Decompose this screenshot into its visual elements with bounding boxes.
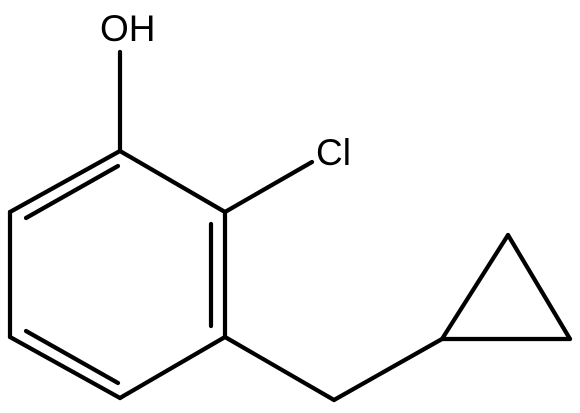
bond-ch2-cyclopropyl bbox=[331, 336, 445, 403]
double-bond-c4-c5 bbox=[23, 328, 121, 386]
hydroxyl-label: OH bbox=[100, 8, 156, 49]
bond-c2-chlorine bbox=[222, 159, 315, 215]
bond-c3-c4 bbox=[117, 334, 228, 401]
bond-cp2-cp3 bbox=[505, 232, 573, 342]
benzene-ring bbox=[7, 148, 228, 401]
chlorine-label: Cl bbox=[316, 132, 351, 173]
bond-c4-c5 bbox=[7, 334, 123, 401]
bond-c3-ch2 bbox=[222, 334, 337, 403]
bond-c1-c2 bbox=[117, 148, 228, 215]
cyclopropane-ring bbox=[439, 232, 573, 342]
bond-cp1-cp2 bbox=[439, 232, 511, 342]
double-bond-c6-c1 bbox=[23, 163, 121, 221]
bond-c6-c1 bbox=[7, 148, 123, 215]
